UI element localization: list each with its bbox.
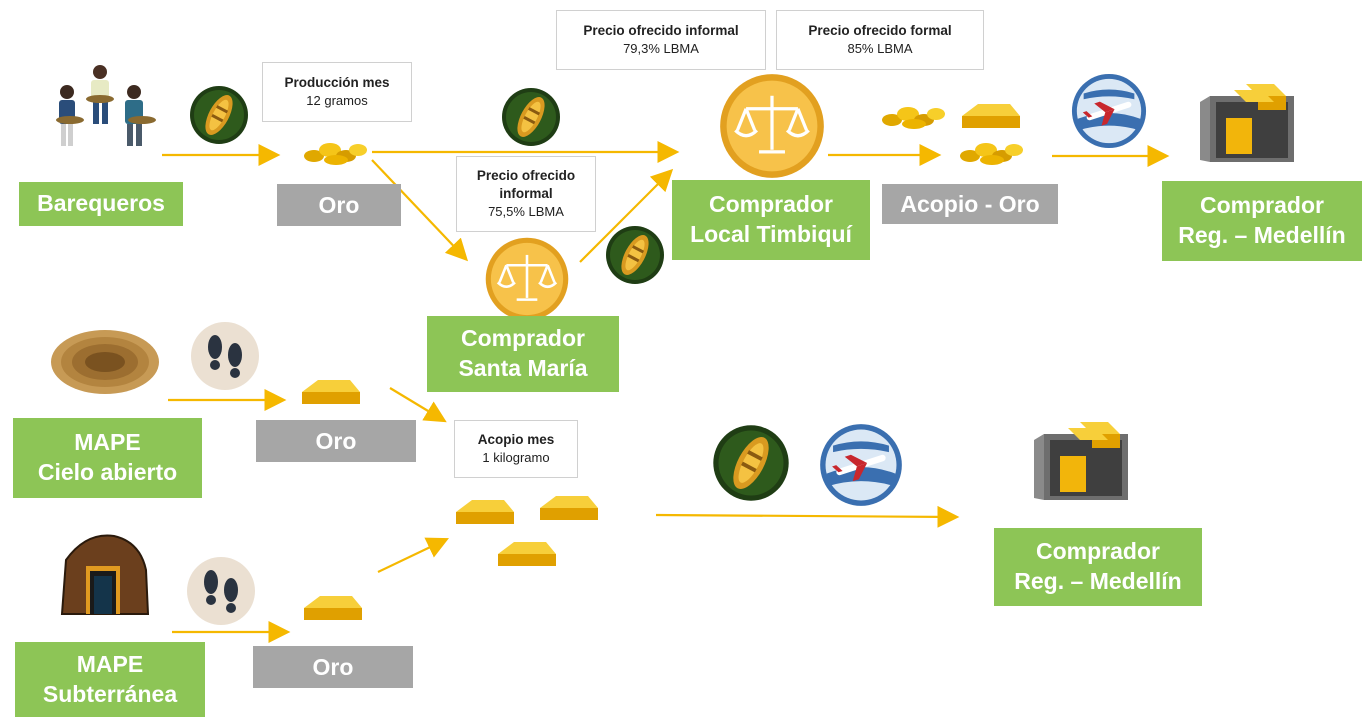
arrow-bars-reg: [655, 505, 960, 528]
node-oro-1-label: Oro: [318, 191, 360, 218]
open-pit-icon: [51, 330, 159, 394]
gold-bars-icon: [962, 104, 1020, 128]
acopio-mes-title: Acopio mes: [477, 432, 555, 448]
node-oro-2: Oro: [256, 420, 416, 462]
production-note: Producción mes 12 gramos: [262, 62, 412, 122]
node-mape-cielo: MAPE Cielo abierto: [13, 418, 202, 498]
price-santa-maria-value: 75,5% LBMA: [488, 204, 564, 220]
gold-bars-icon: [456, 500, 514, 524]
node-barequeros-label: Barequeros: [37, 190, 165, 217]
boat-icon: [606, 226, 664, 284]
node-mape-sub-line1: MAPE: [76, 650, 144, 677]
price-formal-note: Precio ofrecido formal 85% LBMA: [776, 10, 984, 70]
acopio-mes-note: Acopio mes 1 kilogramo: [454, 420, 578, 478]
arrow-oro-bars: [377, 537, 449, 573]
gold-bars-icon: [302, 380, 360, 404]
mine-tunnel-icon: [60, 534, 150, 615]
arrow-santamaria-local: [579, 168, 674, 263]
node-oro-1: Oro: [277, 184, 401, 226]
acopio-mes-value: 1 kilogramo: [482, 450, 550, 466]
gold-bars-icon: [540, 496, 598, 520]
node-mape-sub-line2: Subterránea: [42, 680, 178, 707]
node-comprador-local-line2: Local Timbiquí: [690, 221, 852, 247]
node-comprador-reg-1-line2: Reg. – Medellín: [1178, 222, 1346, 248]
node-barequeros: Barequeros: [19, 182, 183, 226]
node-comprador-reg-1: Comprador Reg. – Medellín: [1162, 181, 1362, 261]
airplane-icon: [1071, 73, 1147, 149]
footprints-icon: [187, 557, 255, 625]
footprints-icon: [191, 322, 259, 390]
node-comprador-santa-maria-line2: Santa María: [458, 355, 588, 381]
price-formal-title: Precio ofrecido formal: [808, 23, 952, 39]
arrow-oro-santamaria: [371, 159, 469, 262]
gold-nuggets-icon: [960, 143, 1023, 165]
node-comprador-reg-1-line1: Comprador: [1200, 192, 1324, 219]
node-mape-sub: MAPE Subterránea: [15, 642, 205, 717]
production-note-value: 12 gramos: [306, 93, 368, 109]
boat-icon: [713, 425, 789, 501]
node-acopio-oro-label: Acopio - Oro: [900, 190, 1040, 217]
arrow-oro-acopiomes: [389, 387, 447, 423]
airplane-icon: [820, 424, 902, 506]
price-santa-maria-note: Precio ofrecido informal 75,5% LBMA: [456, 156, 596, 232]
gold-bars-icon: [498, 542, 556, 566]
price-informal-title: Precio ofrecido informal: [583, 23, 739, 39]
boat-icon: [502, 88, 560, 146]
node-comprador-reg-2-line2: Reg. – Medellín: [1014, 568, 1182, 594]
node-acopio-oro: Acopio - Oro: [882, 184, 1058, 224]
gold-bars-icon: [304, 596, 362, 620]
price-informal-note: Precio ofrecido informal 79,3% LBMA: [556, 10, 766, 70]
people-icon: [56, 65, 156, 146]
scale-icon: [720, 74, 824, 178]
node-mape-cielo-line1: MAPE: [74, 429, 141, 456]
node-comprador-reg-2: Comprador Reg. – Medellín: [994, 528, 1202, 606]
node-oro-2-label: Oro: [315, 427, 357, 454]
safe-icon: [1200, 84, 1294, 162]
price-informal-value: 79,3% LBMA: [623, 41, 699, 57]
price-formal-value: 85% LBMA: [847, 41, 913, 57]
node-comprador-santa-maria: Comprador Santa María: [427, 316, 619, 392]
node-comprador-santa-maria-line1: Comprador: [461, 325, 585, 352]
gold-nuggets-icon: [882, 107, 945, 129]
scale-icon: [485, 237, 569, 321]
node-mape-cielo-line2: Cielo abierto: [37, 459, 178, 485]
node-comprador-local: Comprador Local Timbiquí: [672, 180, 870, 260]
node-comprador-reg-2-line1: Comprador: [1036, 538, 1160, 565]
node-oro-3-label: Oro: [312, 653, 354, 680]
safe-icon: [1034, 422, 1128, 500]
production-note-title: Producción mes: [284, 75, 390, 91]
boat-icon: [190, 86, 248, 144]
node-comprador-local-line1: Comprador: [709, 191, 833, 218]
node-oro-3: Oro: [253, 646, 413, 688]
price-santa-maria-title: Precio ofrecido informal: [476, 168, 576, 202]
gold-nuggets-icon: [304, 143, 367, 165]
